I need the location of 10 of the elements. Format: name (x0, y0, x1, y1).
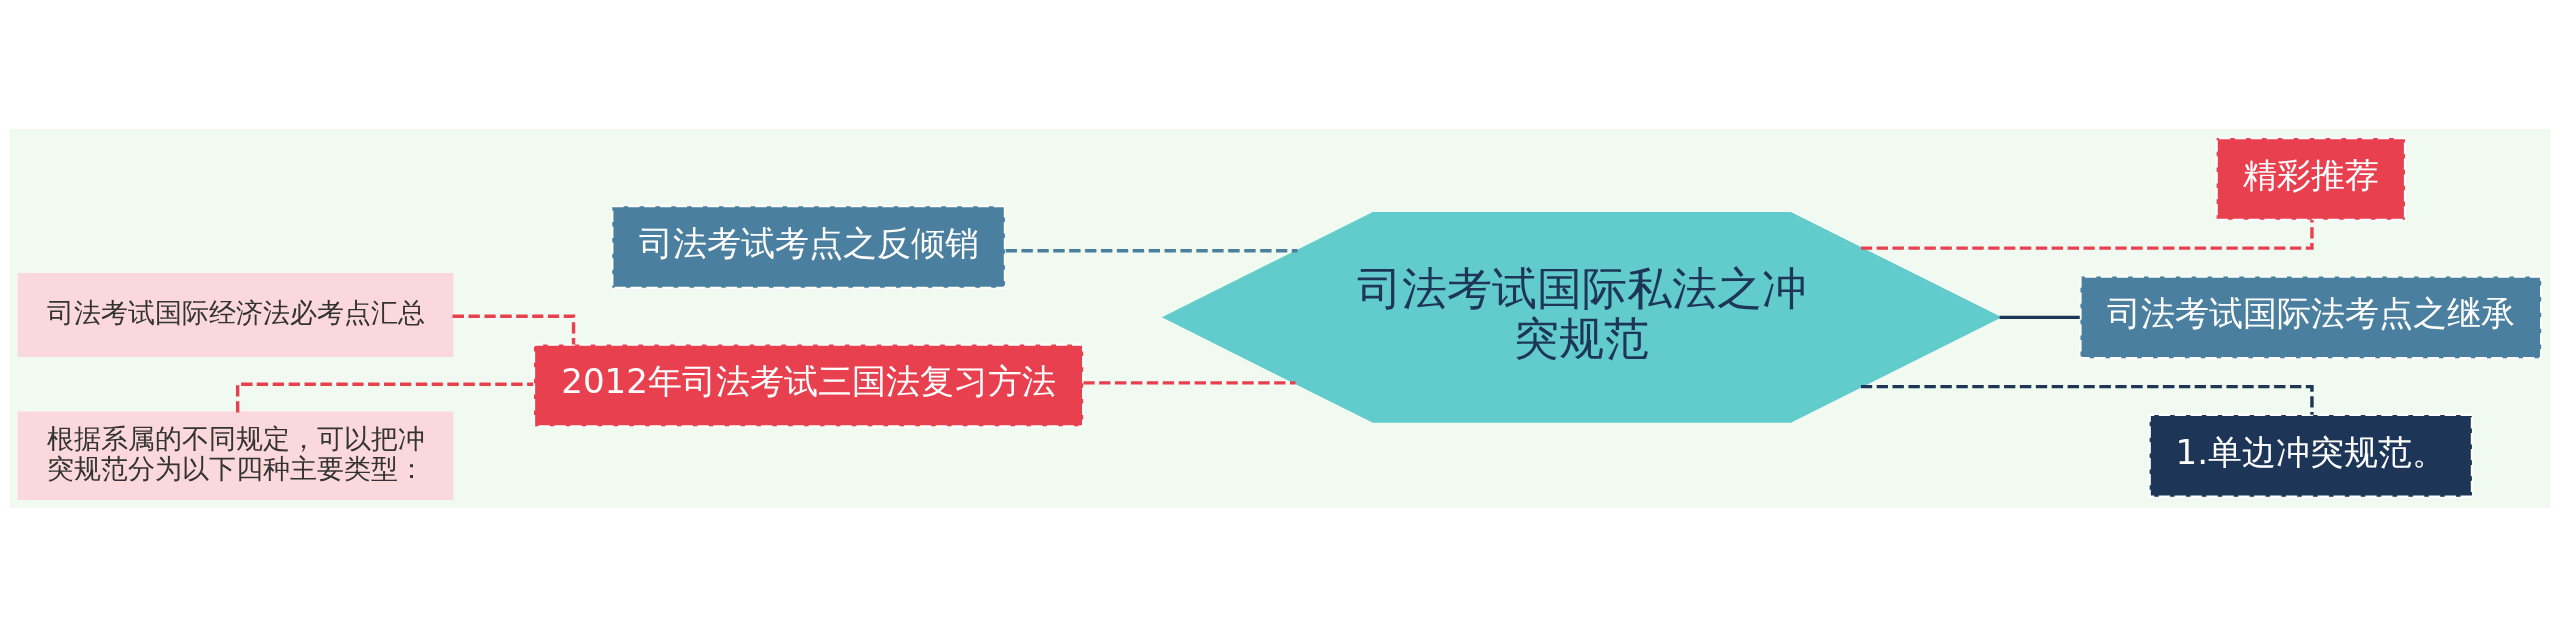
node-box: 精彩推荐 (2215, 136, 2407, 221)
connector (1005, 249, 1298, 253)
connector (1083, 381, 1296, 385)
node-box: 根据系属的不同规定，可以把冲突规范分为以下四种主要类型： (17, 411, 454, 501)
connector (1999, 315, 2080, 320)
node-box: 司法考试国际法考点之继承 (2079, 275, 2543, 360)
node-box: 司法考试考点之反倾销 (611, 205, 1007, 289)
node-box: 1.单边冲突规范。 (2148, 413, 2474, 498)
node-box: 2012年司法考试三国法复习方法 (532, 343, 1085, 428)
node-box: 司法考试国际经济法必考点汇总 (17, 273, 454, 358)
